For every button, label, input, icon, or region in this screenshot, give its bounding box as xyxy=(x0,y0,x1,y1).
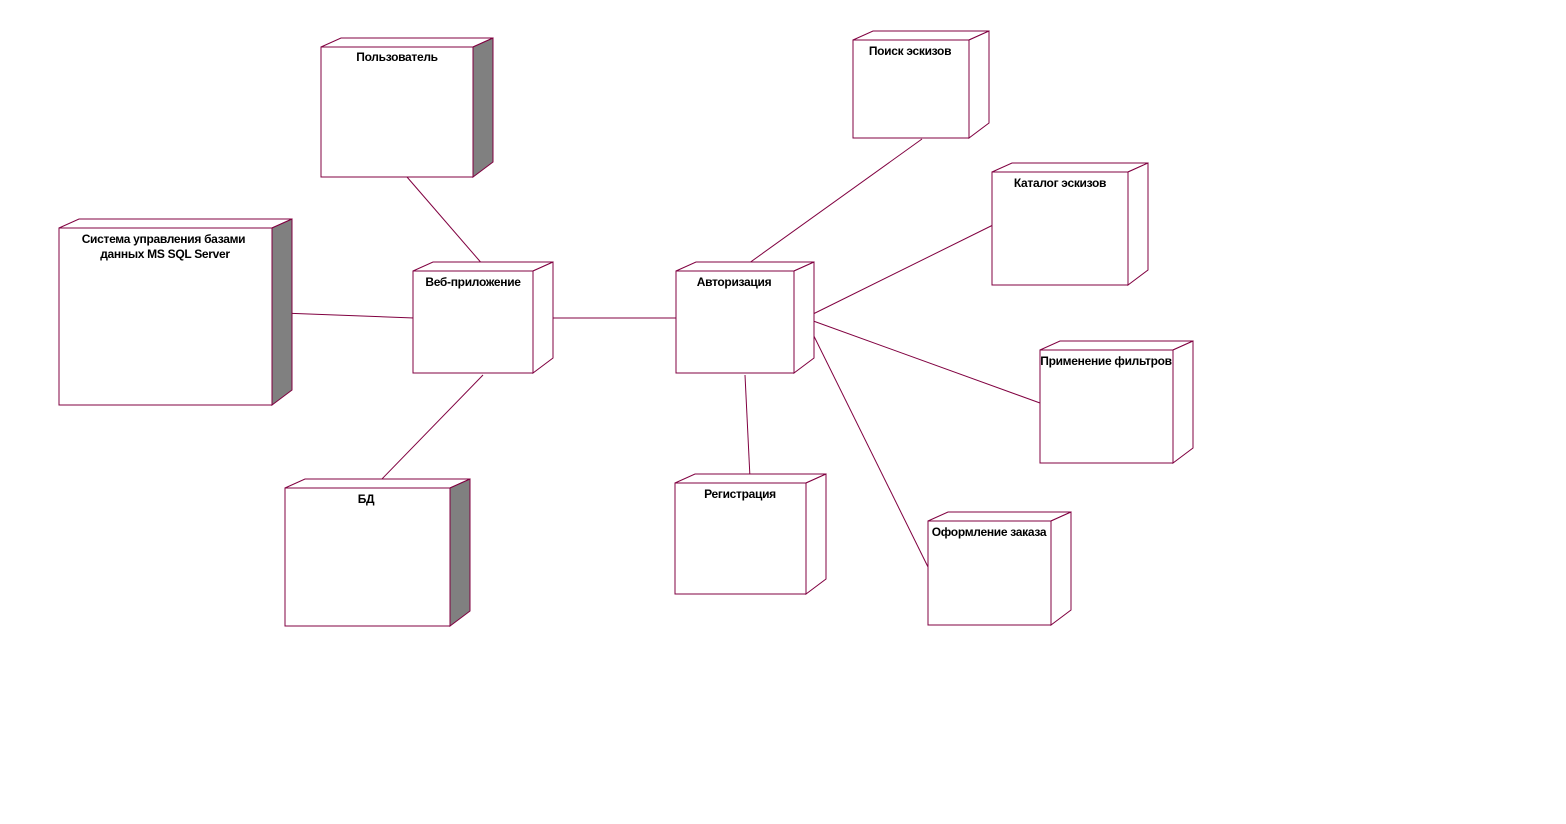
connections xyxy=(281,138,1041,568)
node-user-label: Пользователь xyxy=(356,50,438,64)
node-order-label: Оформление заказа xyxy=(932,525,1047,539)
node-order[interactable]: Оформление заказа xyxy=(927,511,1072,626)
node-catalog[interactable]: Каталог эскизов xyxy=(991,162,1149,286)
node-dbms-label: Система управления базами данных MS SQL … xyxy=(82,232,249,261)
edge-user-webapp xyxy=(406,176,485,267)
node-filters-label: Применение фильтров xyxy=(1040,354,1171,368)
node-webapp-label: Веб-приложение xyxy=(425,275,521,289)
node-catalog-label: Каталог эскизов xyxy=(1014,176,1106,190)
edge-auth-filters xyxy=(804,317,1041,404)
edge-auth-registration xyxy=(744,374,751,479)
edge-auth-search xyxy=(744,138,923,267)
node-user[interactable]: Пользователь xyxy=(320,37,494,178)
node-search[interactable]: Поиск эскизов xyxy=(852,30,990,139)
node-registration-label: Регистрация xyxy=(704,487,776,501)
node-search-label: Поиск эскизов xyxy=(869,44,951,58)
edge-auth-catalog xyxy=(804,224,994,319)
node-db[interactable]: БД xyxy=(284,478,471,627)
node-dbms[interactable]: Система управления базами данных MS SQL … xyxy=(58,218,293,406)
node-auth-label: Авторизация xyxy=(697,275,772,289)
node-dbms-label-line-2: данных MS SQL Server xyxy=(100,247,230,261)
node-auth[interactable]: Авторизация xyxy=(675,261,815,374)
edge-dbms-webapp xyxy=(281,312,415,319)
node-db-label: БД xyxy=(358,492,375,506)
node-dbms-label-line-1: Система управления базами xyxy=(82,232,246,246)
node-filters[interactable]: Применение фильтров xyxy=(1039,340,1194,464)
node-registration[interactable]: Регистрация xyxy=(674,473,827,595)
edge-webapp-db xyxy=(378,374,484,483)
node-webapp[interactable]: Веб-приложение xyxy=(412,261,554,374)
edge-auth-order xyxy=(804,317,929,568)
